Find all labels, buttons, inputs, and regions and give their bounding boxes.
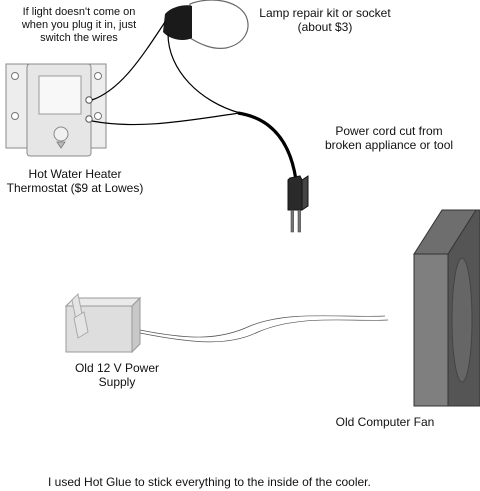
fan-front: [413, 253, 449, 407]
thermostat-terminal: [85, 115, 93, 123]
fan-wires: [139, 315, 389, 343]
wire-thermostat-to-cord: [91, 112, 241, 126]
computer-fan: [413, 209, 480, 407]
thermostat-display: [38, 75, 82, 115]
thermostat-terminal: [85, 96, 93, 104]
plug-body: [287, 175, 303, 211]
plug-prong: [290, 209, 294, 233]
power-supply-side: [131, 296, 141, 354]
plug: [287, 175, 309, 233]
light-bulb: [189, 0, 249, 49]
power-supply-label: Old 12 V Power Supply: [74, 361, 160, 390]
footer-note: I used Hot Glue to stick everything to t…: [48, 475, 371, 489]
power-cord-label: Power cord cut from broken appliance or …: [324, 124, 454, 153]
fan-blade-opening: [451, 257, 473, 383]
power-cord: [237, 111, 298, 181]
lamp-label: Lamp repair kit or socket (about $3): [259, 6, 391, 35]
plug-prong: [297, 209, 301, 233]
fan-wire: [139, 319, 389, 343]
lamp-socket: [163, 5, 192, 40]
power-supply: [64, 292, 142, 354]
wire-socket-to-cord: [167, 33, 241, 114]
mount-screw-hole: [94, 72, 102, 80]
power-supply-prong: [73, 311, 89, 339]
fan-wire: [139, 315, 386, 338]
thermostat-dial: [53, 126, 69, 142]
mount-screw-hole: [11, 72, 19, 80]
lamp: [163, 0, 249, 49]
dial-arrow-icon: [56, 141, 66, 149]
plug-side: [301, 175, 309, 211]
mount-screw-hole: [94, 112, 102, 120]
wires: [91, 21, 298, 181]
thermostat-label: Hot Water Heater Thermostat ($9 at Lowes…: [6, 167, 144, 196]
wire-thermostat-to-socket: [91, 21, 166, 101]
fan-label: Old Computer Fan: [335, 415, 435, 429]
light-note-label: If light doesn't come on when you plug i…: [21, 6, 137, 45]
thermostat: [5, 63, 107, 157]
mount-screw-hole: [11, 112, 19, 120]
